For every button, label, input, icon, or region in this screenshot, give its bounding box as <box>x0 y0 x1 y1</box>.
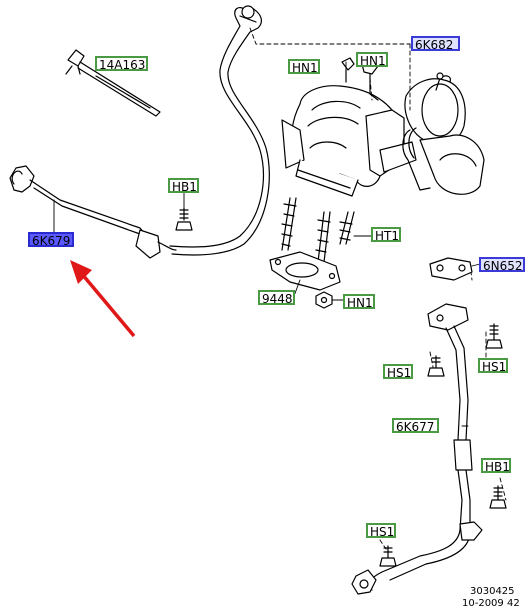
part-label-hs1-lower[interactable]: HS1 <box>366 523 396 538</box>
part-label-6k677[interactable]: 6K677 <box>392 418 439 433</box>
part-label-6k682[interactable]: 6K682 <box>411 36 460 51</box>
turbocharger-assembly <box>281 57 485 197</box>
bolt-hs1-center-part <box>427 355 445 377</box>
part-label-9448[interactable]: 9448 <box>258 290 295 305</box>
studs-ht1-part <box>281 197 355 263</box>
part-label-hn1-lower[interactable]: HN1 <box>343 294 375 309</box>
part-label-hb1-center[interactable]: HB1 <box>168 178 199 193</box>
oil-return-pipe-left <box>9 165 177 259</box>
bolt-hb1-part <box>175 207 193 231</box>
part-label-ht1[interactable]: HT1 <box>371 227 401 242</box>
part-label-hs1-center[interactable]: HS1 <box>383 364 413 379</box>
bolt-hs1-lower-part <box>379 545 397 567</box>
part-label-6n652[interactable]: 6N652 <box>479 257 525 272</box>
part-label-hs1-right[interactable]: HS1 <box>478 358 508 373</box>
part-label-14a163[interactable]: 14A163 <box>95 56 148 71</box>
part-label-hn1-upper-right[interactable]: HN1 <box>356 52 388 67</box>
part-label-6k679-highlighted[interactable]: 6K679 <box>28 232 74 247</box>
oil-feed-pipe-upper <box>169 5 270 256</box>
bolt-hs1-right-part <box>485 323 503 349</box>
bolt-hb1-lower-part <box>489 485 507 509</box>
cable-tie-part <box>65 49 161 117</box>
nut-hn1-lower-part <box>315 291 333 309</box>
figure-reference-number: 3030425 <box>470 586 515 597</box>
part-label-hn1-upper-left[interactable]: HN1 <box>288 59 320 74</box>
gasket-9448-part <box>269 251 341 291</box>
drain-pipe-6k677-part <box>351 303 483 595</box>
part-label-hb1-lower[interactable]: HB1 <box>481 458 511 473</box>
gasket-6n652-part <box>429 257 473 281</box>
figure-date: 10-2009 42 <box>462 598 520 609</box>
highlight-arrow <box>70 260 136 338</box>
